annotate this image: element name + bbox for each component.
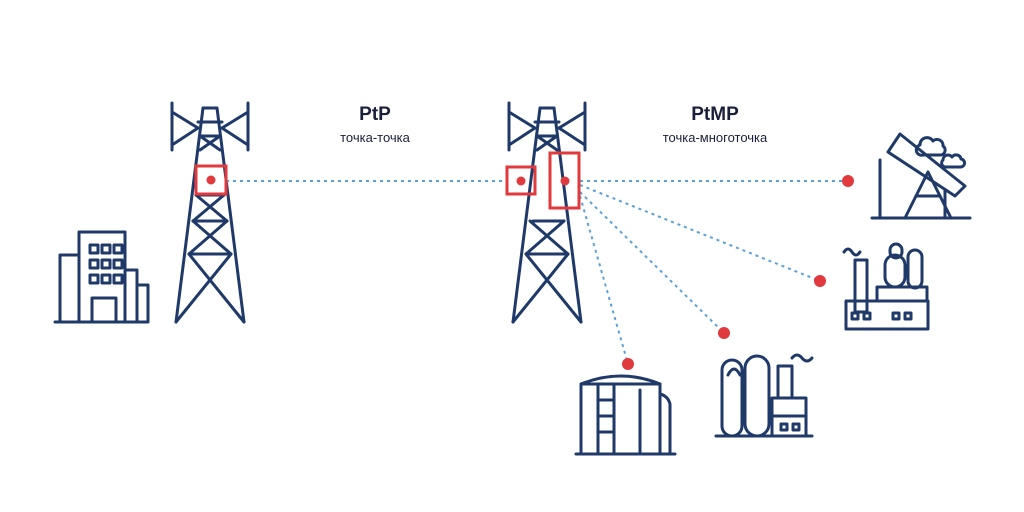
ptmp-label-title: PtMP — [691, 104, 739, 125]
ptmp-link-factory — [579, 184, 821, 282]
link-lines — [226, 180, 848, 365]
radio-units — [194, 151, 581, 210]
ptmp-link-gas-plant — [579, 191, 725, 334]
transmission-tower-icon — [507, 101, 587, 324]
endpoint-dot-pumpjack — [842, 175, 854, 187]
ptp-label-title: PtP — [359, 104, 391, 125]
ptmp-label-subtitle: точка-многоточка — [662, 130, 768, 145]
radio-unit-icon — [505, 165, 537, 196]
endpoint-dot-gas-plant — [718, 327, 730, 339]
radio-unit-icon — [548, 151, 581, 210]
gas-cylinders-plant-icon — [714, 353, 814, 438]
ptmp-link-tank — [579, 195, 629, 365]
factory-plant-icon — [842, 242, 930, 331]
radio-dot — [206, 175, 216, 185]
radio-dot — [560, 176, 570, 186]
office-building-icon — [53, 230, 150, 324]
endpoint-dots — [206, 175, 854, 370]
endpoint-dot-factory — [814, 275, 826, 287]
radio-dot — [516, 176, 526, 186]
ptp-label-subtitle: точка-точка — [340, 130, 410, 145]
storage-tank-icon — [574, 374, 677, 456]
radio-unit-icon — [194, 164, 228, 196]
endpoint-dot-tank — [622, 358, 634, 370]
transmission-tower-icon — [170, 101, 250, 324]
oil-pumpjack-icon — [870, 132, 972, 220]
